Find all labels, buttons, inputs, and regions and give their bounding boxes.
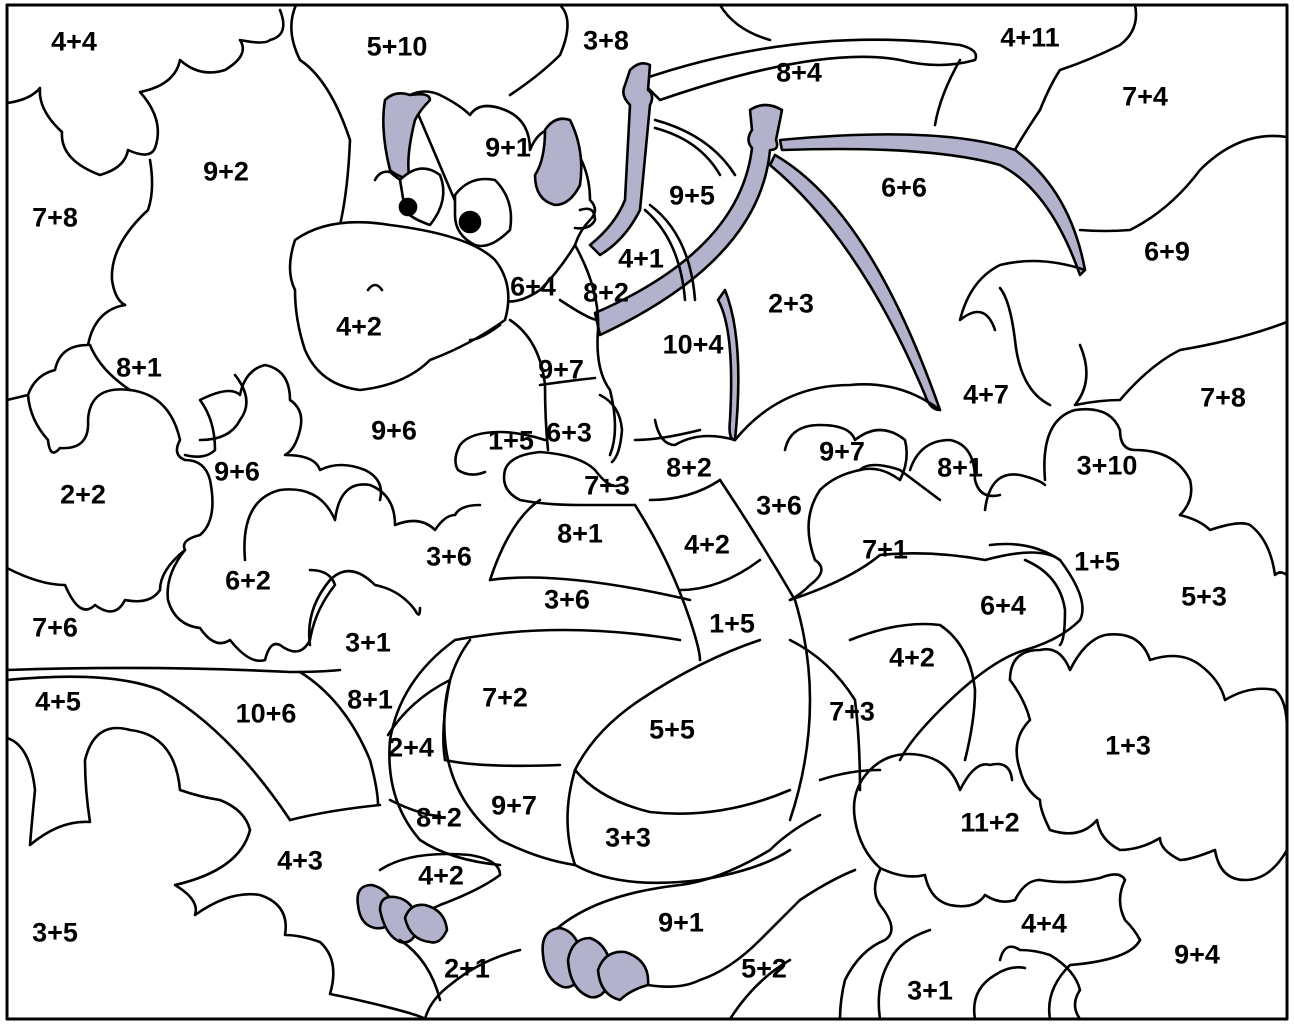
region-label[interactable]: 8+1 <box>557 518 603 549</box>
region-label[interactable]: 6+2 <box>225 565 271 596</box>
region-label[interactable]: 1+5 <box>709 608 755 639</box>
region-label[interactable]: 3+3 <box>605 822 651 853</box>
region-label[interactable]: 7+8 <box>32 202 78 233</box>
region-label[interactable]: 4+1 <box>618 243 664 274</box>
region-label[interactable]: 2+1 <box>444 953 490 984</box>
region-label[interactable]: 7+2 <box>482 682 528 713</box>
region-label[interactable]: 9+7 <box>819 436 865 467</box>
region-label[interactable]: 4+2 <box>684 529 730 560</box>
region-label[interactable]: 7+1 <box>862 534 908 565</box>
region-label[interactable]: 3+8 <box>583 25 629 56</box>
region-label[interactable]: 7+3 <box>829 696 875 727</box>
region-label[interactable]: 3+5 <box>32 917 78 948</box>
region-label[interactable]: 8+2 <box>583 277 629 308</box>
region-label[interactable]: 10+4 <box>662 329 724 360</box>
region-label[interactable]: 4+7 <box>963 379 1009 410</box>
region-label[interactable]: 4+2 <box>336 311 382 342</box>
region-label[interactable]: 9+4 <box>1174 939 1220 970</box>
region-label[interactable]: 3+6 <box>756 490 802 521</box>
page-frame <box>5 3 1289 1021</box>
region-label[interactable]: 1+3 <box>1105 730 1151 761</box>
region-label[interactable]: 7+6 <box>32 612 78 643</box>
region-label[interactable]: 6+3 <box>546 417 592 448</box>
region-label[interactable]: 2+2 <box>60 479 106 510</box>
region-label[interactable]: 4+4 <box>1021 908 1067 939</box>
region-label[interactable]: 9+6 <box>214 456 260 487</box>
region-label[interactable]: 9+7 <box>538 354 584 385</box>
region-label[interactable]: 8+4 <box>776 57 822 88</box>
region-label[interactable]: 4+2 <box>889 642 935 673</box>
region-label[interactable]: 6+4 <box>510 271 556 302</box>
region-label[interactable]: 3+10 <box>1076 450 1138 481</box>
region-label[interactable]: 9+1 <box>485 132 531 163</box>
region-label[interactable]: 9+6 <box>371 415 417 446</box>
region-label[interactable]: 5+2 <box>741 953 787 984</box>
region-label[interactable]: 3+1 <box>907 975 953 1006</box>
region-label[interactable]: 5+5 <box>649 714 695 745</box>
region-label[interactable]: 9+7 <box>491 790 537 821</box>
region-label[interactable]: 5+10 <box>366 31 428 62</box>
region-label[interactable]: 4+2 <box>418 860 464 891</box>
region-label[interactable]: 7+4 <box>1122 81 1168 112</box>
region-label[interactable]: 4+4 <box>51 26 97 57</box>
region-label[interactable]: 1+5 <box>488 425 534 456</box>
region-label[interactable]: 7+3 <box>584 470 630 501</box>
region-label[interactable]: 9+5 <box>669 180 715 211</box>
region-label[interactable]: 2+4 <box>388 732 434 763</box>
region-label[interactable]: 6+4 <box>980 590 1026 621</box>
region-label[interactable]: 9+2 <box>203 156 249 187</box>
region-label[interactable]: 8+2 <box>416 802 462 833</box>
region-label[interactable]: 1+5 <box>1074 546 1120 577</box>
region-label[interactable]: 9+1 <box>658 907 704 938</box>
region-label[interactable]: 2+3 <box>768 288 814 319</box>
region-label[interactable]: 8+1 <box>116 352 162 383</box>
region-label[interactable]: 8+1 <box>347 684 393 715</box>
region-label[interactable]: 10+6 <box>235 698 297 729</box>
region-label[interactable]: 4+3 <box>277 845 323 876</box>
region-label[interactable]: 6+6 <box>881 172 927 203</box>
region-label[interactable]: 7+8 <box>1200 382 1246 413</box>
region-label[interactable]: 5+3 <box>1181 581 1227 612</box>
region-label[interactable]: 3+6 <box>544 584 590 615</box>
region-label[interactable]: 6+9 <box>1144 236 1190 267</box>
region-label[interactable]: 11+2 <box>960 807 1020 838</box>
region-label[interactable]: 8+1 <box>937 452 983 483</box>
region-label[interactable]: 3+1 <box>345 627 391 658</box>
region-label[interactable]: 4+5 <box>35 686 81 717</box>
region-label[interactable]: 8+2 <box>666 452 712 483</box>
region-label[interactable]: 4+11 <box>1000 22 1060 53</box>
region-label[interactable]: 3+6 <box>426 541 472 572</box>
